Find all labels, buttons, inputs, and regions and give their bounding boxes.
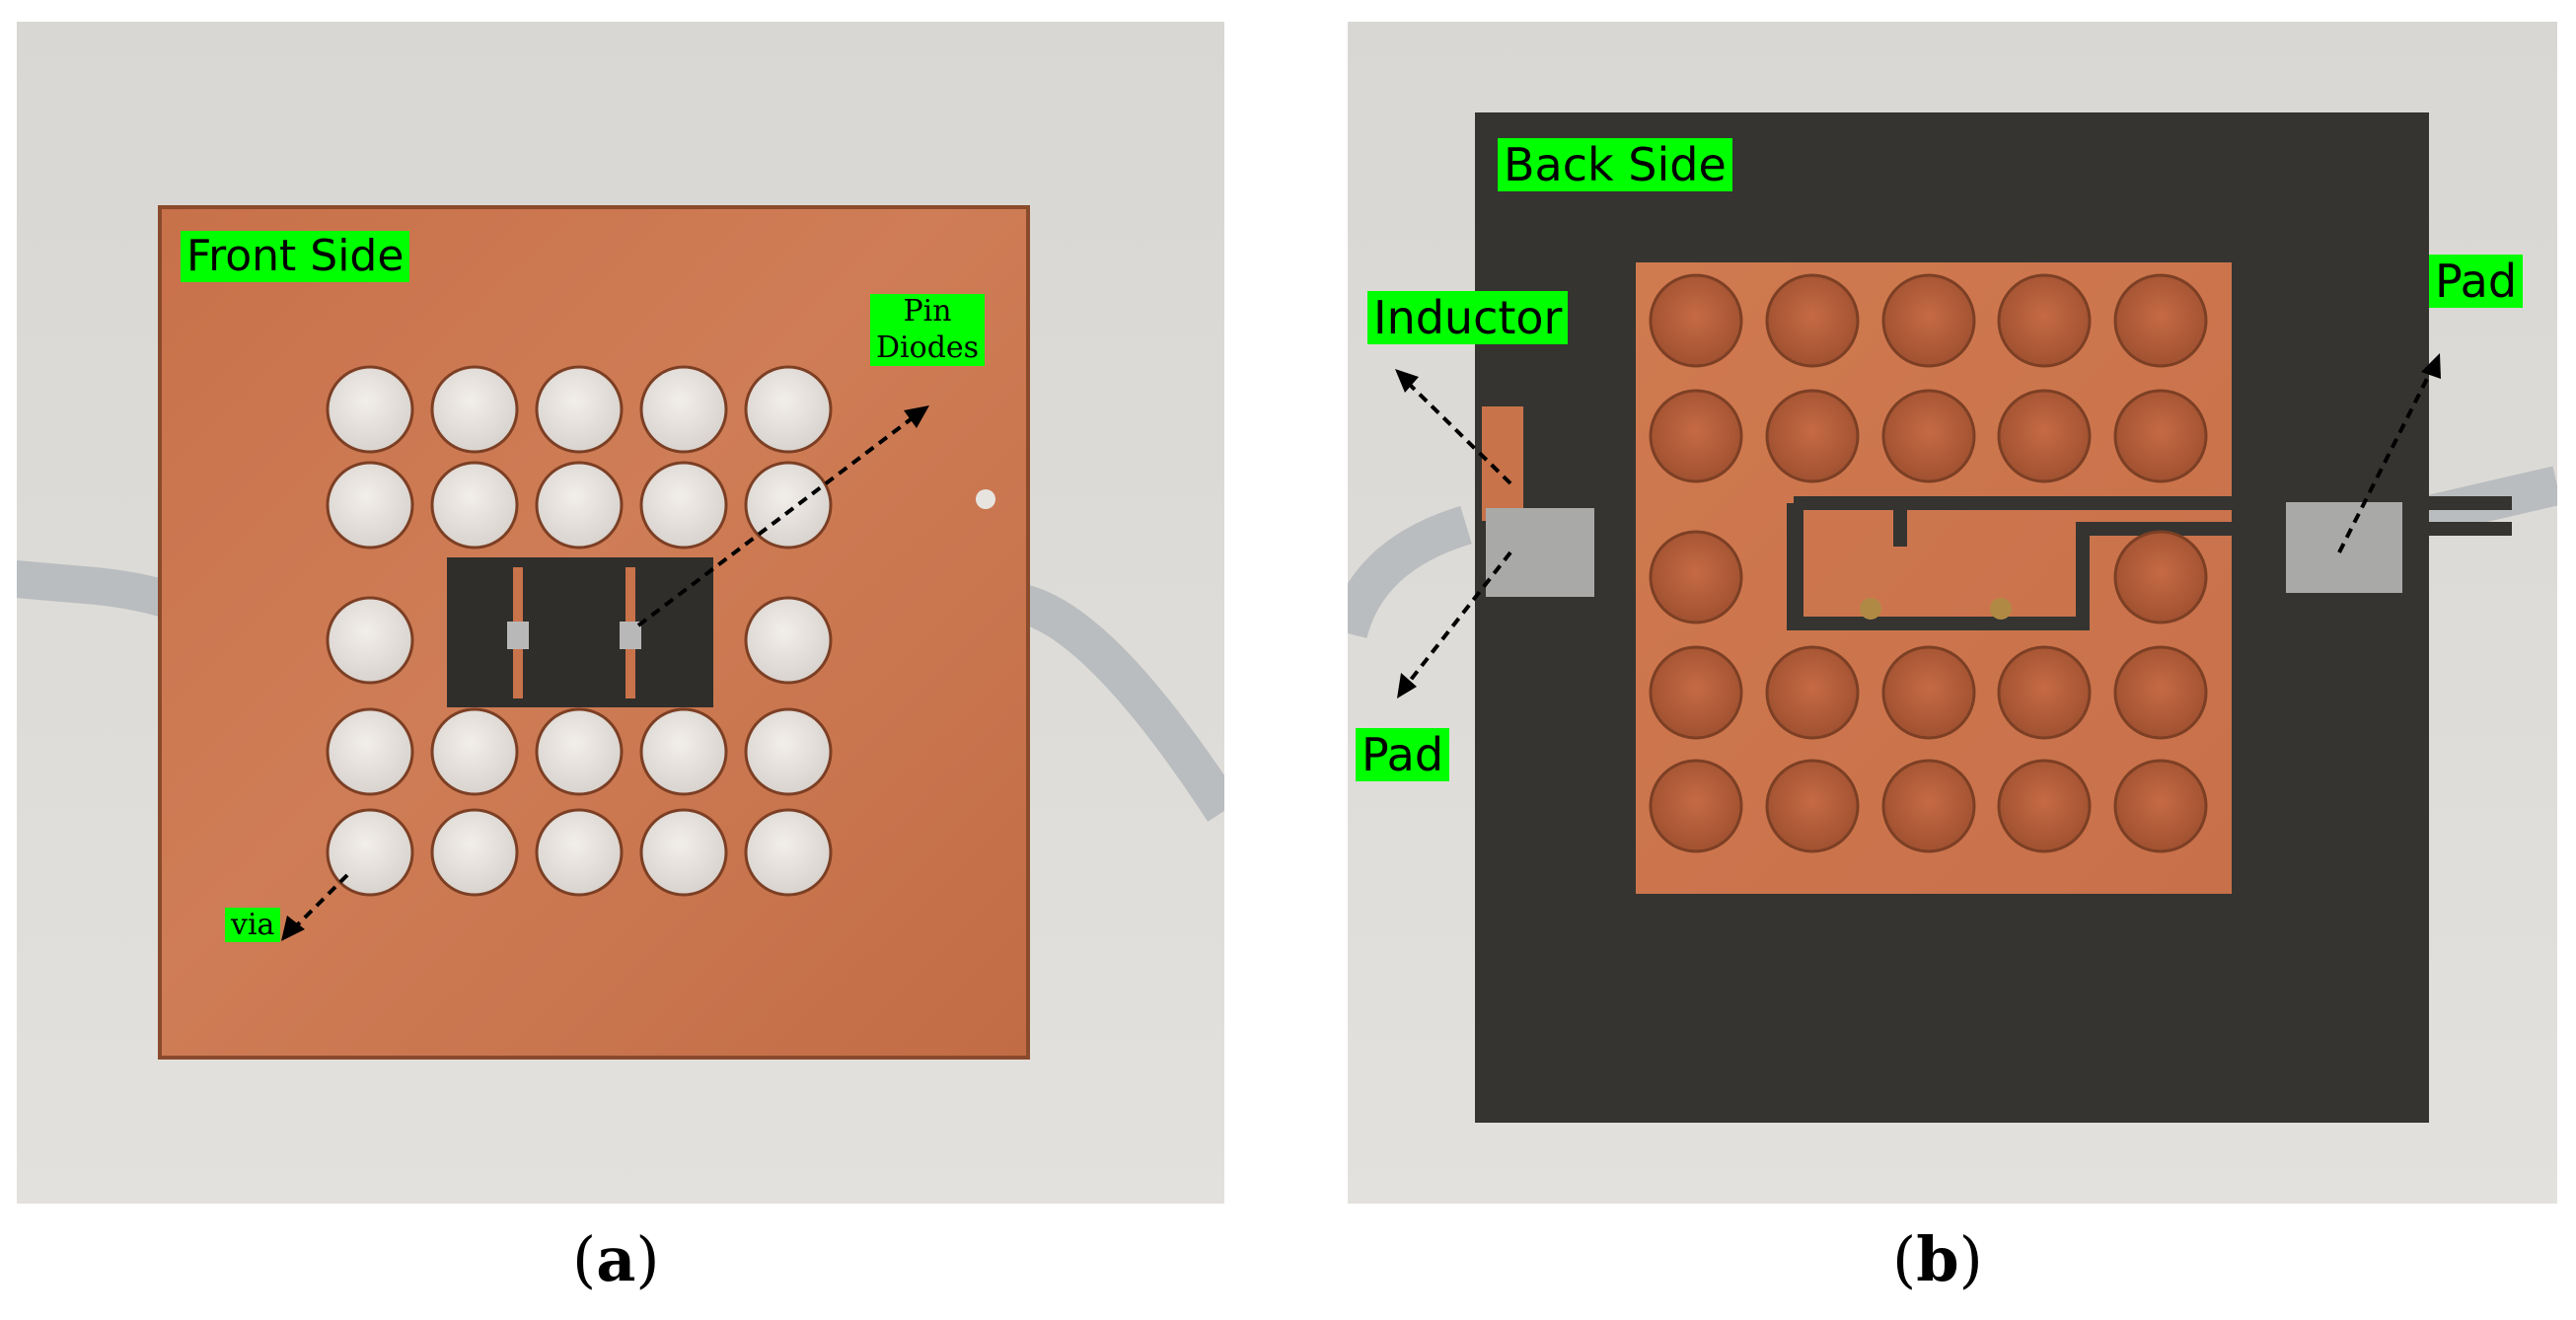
label-pin-line1: Pin [903,294,952,329]
left-pad [1486,508,1594,597]
right-cable [1017,584,1224,822]
caption-b-open: ( [1892,1223,1917,1295]
arrow-inductor [1405,380,1512,485]
back-side-board-drawing [1348,112,2557,1123]
label-inductor: Inductor [1367,291,1569,345]
hole [1765,645,1860,740]
hole [1997,389,2092,483]
hole [639,365,728,454]
hole [1765,273,1860,368]
hole [744,461,833,550]
hole [326,461,414,550]
hole [1649,389,1743,483]
hole [1765,389,1860,483]
hole [535,365,624,454]
via-dot-1 [1860,598,1881,620]
label-back-side: Back Side [1498,138,1732,192]
hole [2113,530,2208,624]
hole [430,707,519,796]
hole [535,808,624,897]
label-front-side: Front Side [181,231,410,282]
photo-back-side: Back Side Inductor Pad Pad [1348,22,2557,1204]
hole [744,365,833,454]
front-hole-grid [326,365,833,897]
caption-b: (b) [1892,1223,1983,1295]
inductor-strip [1482,406,1523,521]
hole [535,461,624,550]
caption-a-close: ) [635,1223,660,1295]
arrow-via [291,873,349,931]
caption-a: (a) [572,1223,660,1295]
hole [2113,759,2208,853]
hole [1881,645,1976,740]
arrow-pad-left [1405,550,1512,687]
hole [639,707,728,796]
hole [326,596,414,685]
hole [1649,273,1743,368]
left-cable [17,560,184,618]
label-pad-left: Pad [1356,728,1450,782]
hole [639,461,728,550]
pin-diode-2 [620,622,641,649]
arrow-pin-diodes [636,414,917,627]
hole [430,365,519,454]
hole [326,365,414,454]
hole [1649,530,1743,624]
hole [2113,645,2208,740]
diode-window [447,557,713,707]
hole [326,707,414,796]
hole [430,461,519,550]
hole [1997,273,2092,368]
caption-a-letter: a [596,1223,636,1295]
label-via: via [225,908,281,943]
mounting-hole [976,489,995,509]
hole [1881,759,1976,853]
hole [1997,759,2092,853]
label-pin-line2: Diodes [876,330,980,365]
hole [744,596,833,685]
label-pad-right: Pad [2429,255,2524,309]
hole [430,808,519,897]
caption-a-open: ( [572,1223,597,1295]
hole [1765,759,1860,853]
hole [1881,389,1976,483]
left-cable-b [1348,505,1473,639]
caption-b-close: ) [1958,1223,1983,1295]
hole [2113,273,2208,368]
hole [1881,273,1976,368]
hole [639,808,728,897]
hole [2113,389,2208,483]
back-hole-grid [1649,273,2208,853]
front-side-board-drawing [17,205,1224,1060]
hole [744,707,833,796]
photo-front-side: Front Side Pin Diodes via [17,22,1224,1204]
pin-diode-1 [507,622,529,649]
hole [1997,645,2092,740]
label-pin-diodes: Pin Diodes [870,294,986,367]
right-pad [2286,502,2402,593]
caption-b-letter: b [1916,1223,1959,1295]
hole [326,808,414,897]
via-dot-2 [1990,598,2012,620]
hole [1649,645,1743,740]
hole [744,808,833,897]
arrow-pad-right [2337,366,2435,553]
hole [535,707,624,796]
hole [1649,759,1743,853]
